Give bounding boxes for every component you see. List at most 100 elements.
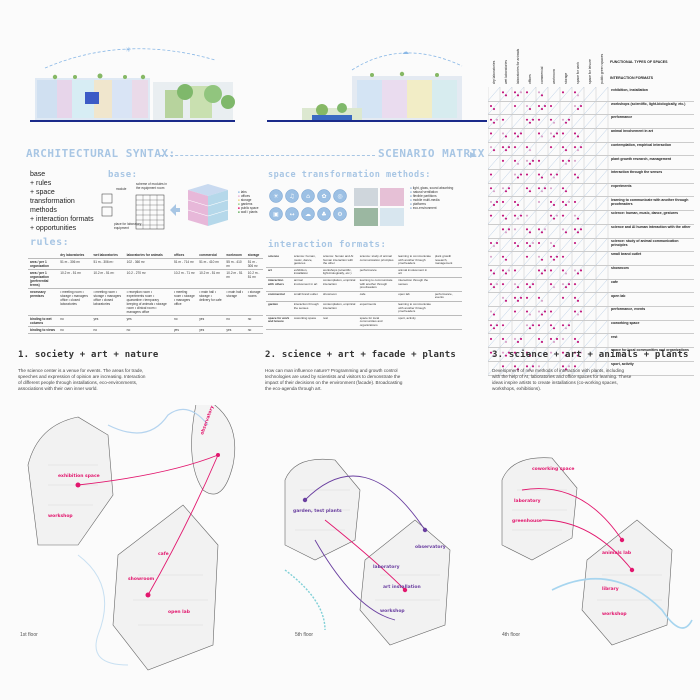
matrix-dot <box>537 337 541 340</box>
matrix-hatch <box>535 155 549 170</box>
matrix-hatch <box>511 87 525 101</box>
interaction-cell: performance <box>357 267 397 278</box>
matrix-dot <box>525 118 529 121</box>
matrix-dot <box>549 173 553 176</box>
matrix-row: science: study of animal communication p… <box>488 238 694 253</box>
matrix-hatch <box>535 196 549 211</box>
methods-legend-item: platforms <box>412 202 426 206</box>
matrix-hatch <box>535 347 549 362</box>
matrix-dot <box>489 146 493 149</box>
matrix-hatch <box>571 306 585 321</box>
matrix-dot <box>561 324 565 327</box>
matrix-hatch <box>499 100 513 115</box>
plan-label: laboratory <box>373 564 400 570</box>
matrix-row-label: plant growth research, management <box>611 156 672 161</box>
matrix-hatch <box>511 360 525 375</box>
matrix-dot <box>525 105 529 108</box>
matrix-dot <box>501 283 505 286</box>
methods-legend-item: eco-environment <box>412 206 437 210</box>
methods-title: space transformation methods: <box>268 170 431 180</box>
matrix-dot <box>543 228 547 231</box>
matrix-dot <box>573 351 577 354</box>
matrix-dot <box>501 337 505 340</box>
matrix-col-head: storage <box>564 72 568 84</box>
matrix-hatch <box>488 155 501 170</box>
matrix-col-head: workroom <box>552 69 556 84</box>
matrix-dot <box>504 217 508 220</box>
matrix-hatch <box>523 87 537 101</box>
matrix-hatch <box>535 306 549 321</box>
syntax-item: + interaction formats <box>30 216 94 223</box>
matrix-hatch <box>571 237 585 252</box>
matrix-dot <box>489 337 493 340</box>
matrix-hatch <box>547 319 561 334</box>
matrix-dot <box>513 105 517 108</box>
matrix-hatch <box>535 182 549 197</box>
matrix-dot <box>537 118 541 121</box>
interaction-cell: cafe <box>357 291 397 302</box>
rules-cell: 10.2 m - 71 m² <box>171 269 198 289</box>
matrix-dot <box>564 354 568 357</box>
rules-row-header: area / per 1 organization <box>28 258 59 270</box>
matrix-subtitle-right: INTERACTION FORMATS <box>610 76 654 80</box>
matrix-dot <box>549 255 553 258</box>
matrix-dot <box>516 368 520 371</box>
matrix-dot <box>549 269 553 272</box>
interaction-cell: contemplation, empirical interaction <box>321 277 358 292</box>
interaction-cell: open lab <box>396 291 433 302</box>
matrix-hatch <box>583 360 597 375</box>
matrix-hatch <box>499 278 513 293</box>
legend-item: labs <box>240 190 247 194</box>
matrix-dot <box>531 118 535 121</box>
matrix-dot <box>528 190 532 193</box>
matrix-dot <box>489 255 493 258</box>
matrix-row: coworking space <box>488 320 694 335</box>
matrix-hatch <box>535 278 549 293</box>
matrix-hatch <box>547 182 561 197</box>
legend-item: storage <box>240 198 252 202</box>
matrix-hatch <box>499 251 513 266</box>
matrix-dot <box>540 176 544 179</box>
matrix-hatch <box>571 169 585 184</box>
interaction-cell <box>432 301 462 316</box>
matrix-dot <box>573 310 577 313</box>
svg-text:☀: ☀ <box>125 46 131 54</box>
matrix-hatch <box>571 210 585 225</box>
matrix-hatch <box>547 223 561 238</box>
matrix-dot <box>525 242 529 245</box>
rules-cell: 55 m - 410 m² <box>224 258 246 270</box>
matrix-row-label: rest <box>611 334 618 339</box>
matrix-dot <box>525 296 529 299</box>
matrix-hatch <box>583 264 597 279</box>
matrix-col-head: space for work <box>576 61 580 84</box>
matrix-dot <box>540 313 544 316</box>
rules-cell: 102 - 360 m² <box>124 258 172 270</box>
matrix-row-label: space for local communities and organiza… <box>611 348 689 353</box>
matrix-dot <box>525 310 529 313</box>
plan-2: garden, test plants laboratory art insta… <box>284 458 451 646</box>
matrix-hatch <box>583 127 597 142</box>
matrix-dot <box>561 351 565 354</box>
rules-cell: 10.2 m - 51 m² <box>197 269 225 289</box>
plan-label: art installation <box>383 584 421 590</box>
matrix-dot <box>489 118 493 121</box>
matrix-dot <box>576 149 580 152</box>
matrix-hatch <box>595 347 609 362</box>
matrix-dot <box>561 283 565 286</box>
syntax-item: base <box>30 171 46 178</box>
matrix-hatch <box>535 223 549 238</box>
matrix-dot <box>501 159 505 162</box>
matrix-hatch <box>547 114 561 129</box>
matrix-dot <box>576 217 580 220</box>
rules-head: workroom <box>224 252 246 259</box>
matrix-row-label: coworking space <box>611 320 640 325</box>
matrix-dot <box>573 228 577 231</box>
matrix-dot <box>537 324 541 327</box>
interaction-row-header: space for work and leisure <box>266 315 292 330</box>
matrix-hatch <box>571 333 585 348</box>
matrix-hatch <box>595 114 609 129</box>
rules-cell: • reception room • experiments room • qu… <box>124 288 172 316</box>
